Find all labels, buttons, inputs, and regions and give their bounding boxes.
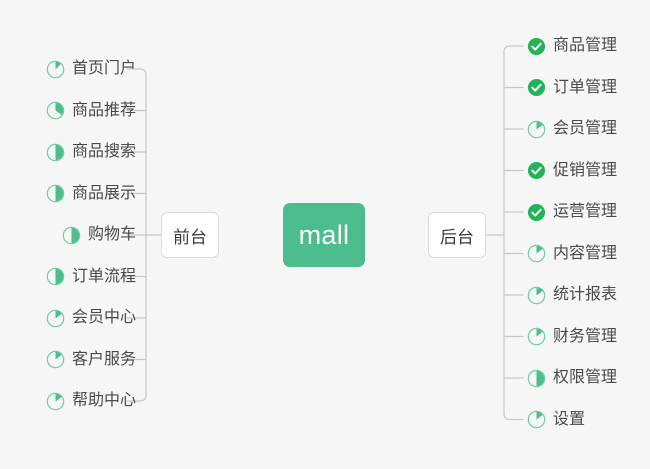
leaf-node-label: 会员管理: [553, 120, 618, 137]
leaf-node-label: 订单流程: [71, 267, 136, 285]
pie-progress-icon: [46, 101, 65, 120]
check-circle-icon: [527, 203, 546, 221]
branch-node-backend-label: 后台: [440, 227, 474, 247]
leaf-node-label: 帮助中心: [71, 392, 136, 409]
pie-progress-icon: [46, 350, 65, 369]
leaf-node[interactable]: 客户服务: [46, 347, 136, 373]
pie-progress-icon: [46, 60, 65, 78]
leaf-node[interactable]: 首页门户: [46, 56, 136, 82]
leaf-node[interactable]: 统计报表: [527, 282, 617, 308]
pie-progress-icon: [527, 244, 546, 263]
leaf-node-label: 商品推荐: [71, 101, 136, 119]
pie-progress-icon: [62, 226, 81, 244]
leaf-node-label: 运营管理: [553, 203, 618, 220]
pie-progress-icon: [46, 392, 65, 410]
leaf-node[interactable]: 商品搜索: [46, 139, 136, 165]
leaf-node-label: 促销管理: [553, 161, 618, 179]
leaf-node-label: 内容管理: [553, 244, 618, 262]
pie-progress-icon: [527, 410, 546, 429]
leaf-node-label: 统计报表: [553, 286, 618, 303]
pie-progress-icon: [527, 286, 546, 304]
pie-progress-icon: [46, 309, 65, 327]
check-circle-icon: [527, 37, 546, 55]
leaf-node[interactable]: 会员中心: [46, 305, 136, 331]
branch-node-backend[interactable]: 后台: [428, 212, 486, 258]
leaf-node-label: 客户服务: [71, 350, 136, 368]
branch-node-frontend-label: 前台: [173, 227, 207, 247]
branch-node-frontend[interactable]: 前台: [161, 212, 219, 258]
leaf-node-label: 首页门户: [71, 60, 136, 77]
leaf-node-label: 权限管理: [553, 369, 618, 386]
leaf-node-label: 商品管理: [553, 37, 618, 54]
pie-progress-icon: [527, 120, 546, 138]
pie-progress-icon: [527, 327, 546, 346]
leaf-node[interactable]: 购物车: [62, 222, 136, 248]
leaf-node-label: 购物车: [87, 226, 136, 243]
check-circle-icon: [527, 78, 546, 97]
leaf-node[interactable]: 帮助中心: [46, 388, 136, 414]
leaf-node[interactable]: 运营管理: [527, 199, 617, 225]
leaf-node[interactable]: 促销管理: [527, 158, 617, 184]
leaf-node-label: 财务管理: [553, 327, 618, 345]
leaf-node-label: 商品搜索: [71, 143, 136, 160]
leaf-node[interactable]: 内容管理: [527, 241, 617, 267]
leaf-node[interactable]: 权限管理: [527, 365, 617, 391]
leaf-node[interactable]: 商品展示: [46, 181, 136, 207]
root-node-mall[interactable]: mall: [283, 203, 365, 267]
check-circle-icon: [527, 161, 546, 180]
leaf-node-label: 订单管理: [553, 78, 618, 96]
leaf-node[interactable]: 会员管理: [527, 116, 617, 142]
leaf-node[interactable]: 订单流程: [46, 264, 136, 290]
pie-progress-icon: [46, 184, 65, 203]
leaf-node-label: 设置: [553, 410, 586, 428]
root-node-label: mall: [298, 219, 350, 250]
pie-progress-icon: [46, 267, 65, 286]
leaf-node-label: 商品展示: [71, 184, 136, 202]
pie-progress-icon: [46, 143, 65, 161]
leaf-node[interactable]: 订单管理: [527, 75, 617, 101]
leaf-node[interactable]: 财务管理: [527, 324, 617, 350]
leaf-node-label: 会员中心: [71, 309, 136, 326]
leaf-node[interactable]: 设置: [527, 407, 585, 433]
leaf-node[interactable]: 商品管理: [527, 33, 617, 59]
pie-progress-icon: [527, 369, 546, 387]
leaf-node[interactable]: 商品推荐: [46, 98, 136, 124]
